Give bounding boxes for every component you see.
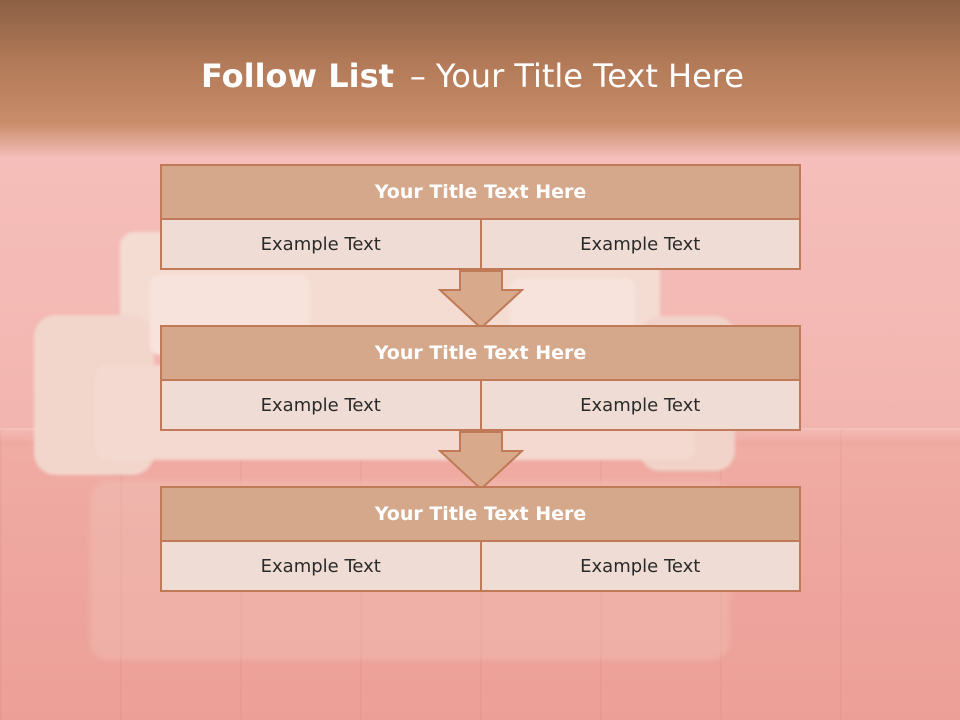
block-row: Example Text Example Text (160, 381, 801, 431)
block-cell-right: Example Text (479, 542, 800, 590)
down-arrow-icon (438, 270, 524, 330)
title-bold: Follow List (201, 57, 394, 95)
title-separator: – (409, 57, 426, 95)
block-cell-left: Example Text (260, 394, 381, 416)
list-block-1: Your Title Text Here Example Text Exampl… (160, 164, 801, 270)
block-cell-right: Example Text (479, 220, 800, 268)
block-cell-right: Example Text (479, 381, 800, 429)
title-rest: Your Title Text Here (435, 57, 744, 95)
block-row: Example Text Example Text (160, 542, 801, 592)
block-row: Example Text Example Text (160, 220, 801, 270)
list-block-2: Your Title Text Here Example Text Exampl… (160, 325, 801, 431)
block-title: Your Title Text Here (160, 164, 801, 220)
slide-title: Follow List–Your Title Text Here (0, 54, 945, 98)
down-arrow-icon (438, 431, 524, 491)
block-cell-left: Example Text (260, 555, 381, 577)
block-title: Your Title Text Here (160, 325, 801, 381)
header-band (0, 0, 960, 158)
block-title: Your Title Text Here (160, 486, 801, 542)
block-cell-left: Example Text (260, 233, 381, 255)
list-block-3: Your Title Text Here Example Text Exampl… (160, 486, 801, 592)
